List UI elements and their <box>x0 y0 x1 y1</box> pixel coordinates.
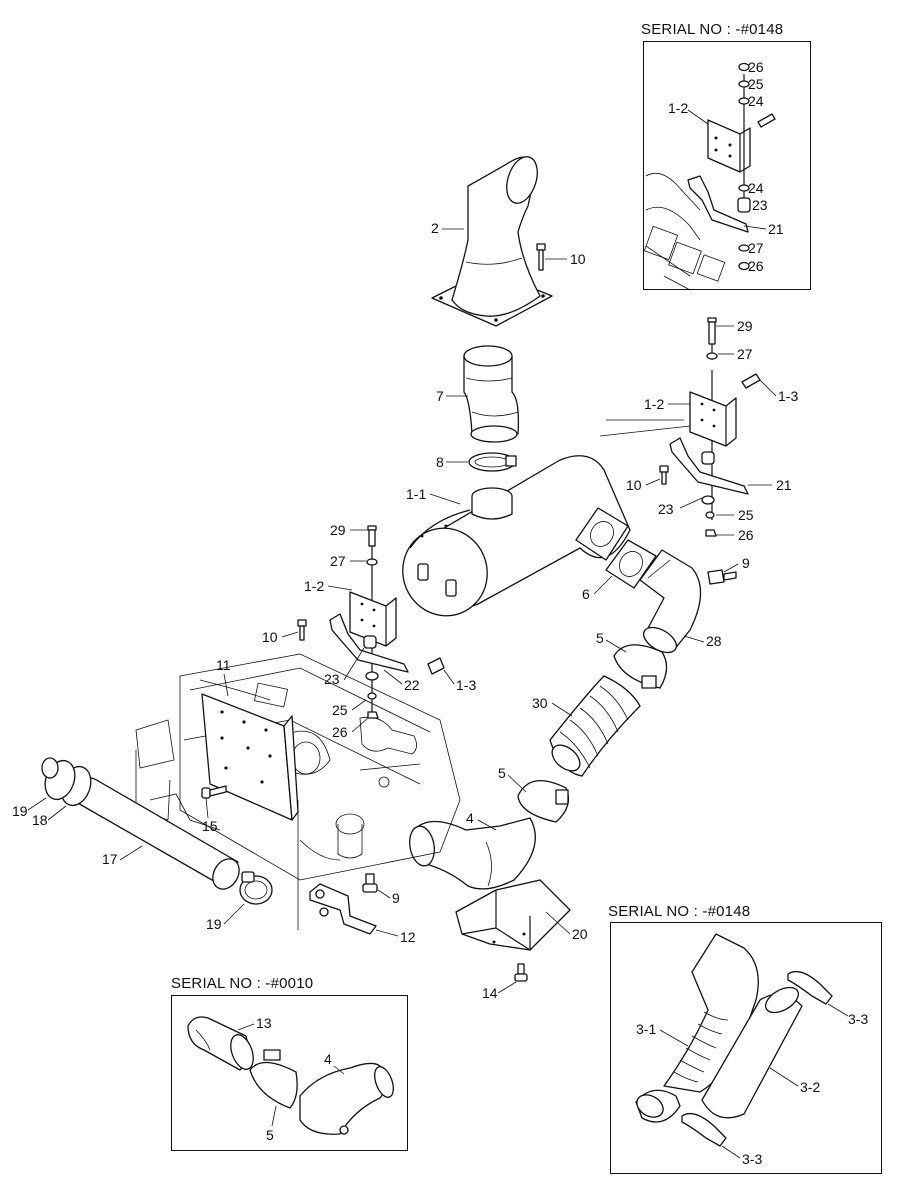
bolt-flange <box>707 569 737 585</box>
inset-tr-label-i: 26 <box>748 258 764 274</box>
flex-pipe-label: 30 <box>532 695 548 711</box>
outlet-box-label: 20 <box>572 926 588 942</box>
clamp-b-label: 19 <box>12 803 28 819</box>
washer-left-label: 25 <box>332 702 348 718</box>
bolt-box-label: 14 <box>482 985 498 1001</box>
right-bracket-assembly <box>599 317 761 537</box>
inset-br-label-b: 3-1 <box>636 1021 656 1037</box>
washer-right-label: 25 <box>738 507 754 523</box>
inset-bottom-left-serial: SERIAL NO : -#0010 <box>171 975 314 992</box>
inset-bl-label-c: 5 <box>266 1127 274 1143</box>
intake-pipe <box>73 777 240 890</box>
inset-bottom-left-frame <box>171 995 408 1151</box>
inset-tr-label-e: 24 <box>748 180 764 196</box>
inset-bl-label-a: 13 <box>256 1015 272 1031</box>
inset-bl-label-b: 4 <box>324 1051 332 1067</box>
bolt-flange-label: 9 <box>742 555 750 571</box>
elbow-upper <box>639 549 702 654</box>
bolt-right-side-label: 1-3 <box>778 388 798 404</box>
flex-pipe <box>549 675 641 777</box>
washer-right-top-label: 27 <box>737 346 753 362</box>
bolt-box <box>514 963 528 982</box>
mount-right-label: 21 <box>776 477 792 493</box>
clamp-b <box>41 757 76 801</box>
bolt-right-label: 10 <box>626 477 642 493</box>
stack-label: 2 <box>431 220 439 236</box>
bolt-shield <box>201 785 227 799</box>
clamp-a-label: 18 <box>32 812 48 828</box>
bracket-right-label: 1-2 <box>644 396 664 412</box>
gasket-label: 6 <box>582 586 590 602</box>
bolt-left-label: 10 <box>262 629 278 645</box>
engine-block <box>135 653 461 930</box>
clamp-upper <box>613 644 668 689</box>
clamp-lower <box>517 780 570 823</box>
flange-gaskets <box>575 507 657 589</box>
clamp-top-label: 8 <box>436 454 444 470</box>
bolt-top <box>536 243 546 271</box>
inset-tr-label-c: 24 <box>748 93 764 109</box>
mount-left-label: 22 <box>404 677 420 693</box>
heat-shield <box>201 693 299 821</box>
washer-left-top-label: 27 <box>330 553 346 569</box>
engine-bracket-label: 12 <box>400 929 416 945</box>
elbow-lower-label: 4 <box>466 810 474 826</box>
inset-tr-label-h: 27 <box>748 240 764 256</box>
inset-top-right-drawing <box>643 62 776 291</box>
nut-right-label: 26 <box>738 527 754 543</box>
inset-bottom-right-frame <box>610 922 882 1174</box>
cushion-right-label: 23 <box>658 501 674 517</box>
bolt-left-top-label: 29 <box>330 522 346 538</box>
clamp-upper-label: 5 <box>596 630 604 646</box>
clamp-lower-label: 5 <box>498 765 506 781</box>
inset-tr-label-d: 1-2 <box>668 100 688 116</box>
inset-tr-label-g: 21 <box>768 221 784 237</box>
elbow-lower <box>409 817 536 890</box>
bolt-eng-label: 9 <box>392 890 400 906</box>
tube <box>463 345 520 443</box>
inset-top-right-serial: SERIAL NO : -#0148 <box>641 21 784 38</box>
clamp-c-label: 19 <box>206 916 222 932</box>
inset-tr-label-f: 23 <box>752 197 768 213</box>
bolt-shield-label: 15 <box>202 818 218 834</box>
inset-top-right-frame <box>643 41 811 290</box>
bolt-right-top-label: 29 <box>737 318 753 334</box>
inset-bottom-right-drawing <box>635 933 833 1147</box>
outlet-box <box>455 879 571 951</box>
left-bracket-assembly <box>297 525 445 719</box>
inset-bottom-right-serial: SERIAL NO : -#0148 <box>608 903 751 920</box>
heat-shield-label: 11 <box>216 657 231 673</box>
intake-pipe-label: 17 <box>102 851 118 867</box>
bolt-top-label: 10 <box>570 251 586 267</box>
cushion-left-label: 23 <box>324 671 340 687</box>
elbow-upper-label: 28 <box>706 633 722 649</box>
engine-bracket <box>309 873 378 935</box>
muffler-label: 1-1 <box>406 486 426 502</box>
inset-br-label-a: 3-3 <box>848 1011 868 1027</box>
inset-br-label-d: 3-3 <box>742 1151 762 1167</box>
inset-bottom-left-drawing <box>187 1016 394 1135</box>
tube-label: 7 <box>436 388 444 404</box>
inset-tr-label-b: 25 <box>748 76 764 92</box>
clamp-c <box>239 871 273 905</box>
inset-br-label-c: 3-2 <box>800 1079 820 1095</box>
bracket-left-label: 1-2 <box>304 578 324 594</box>
nut-left-label: 26 <box>332 724 348 740</box>
exhaust-stack <box>431 156 553 327</box>
inset-tr-label-a: 26 <box>748 59 764 75</box>
bolt-left-side-label: 1-3 <box>456 677 476 693</box>
clamp-top <box>468 452 517 472</box>
